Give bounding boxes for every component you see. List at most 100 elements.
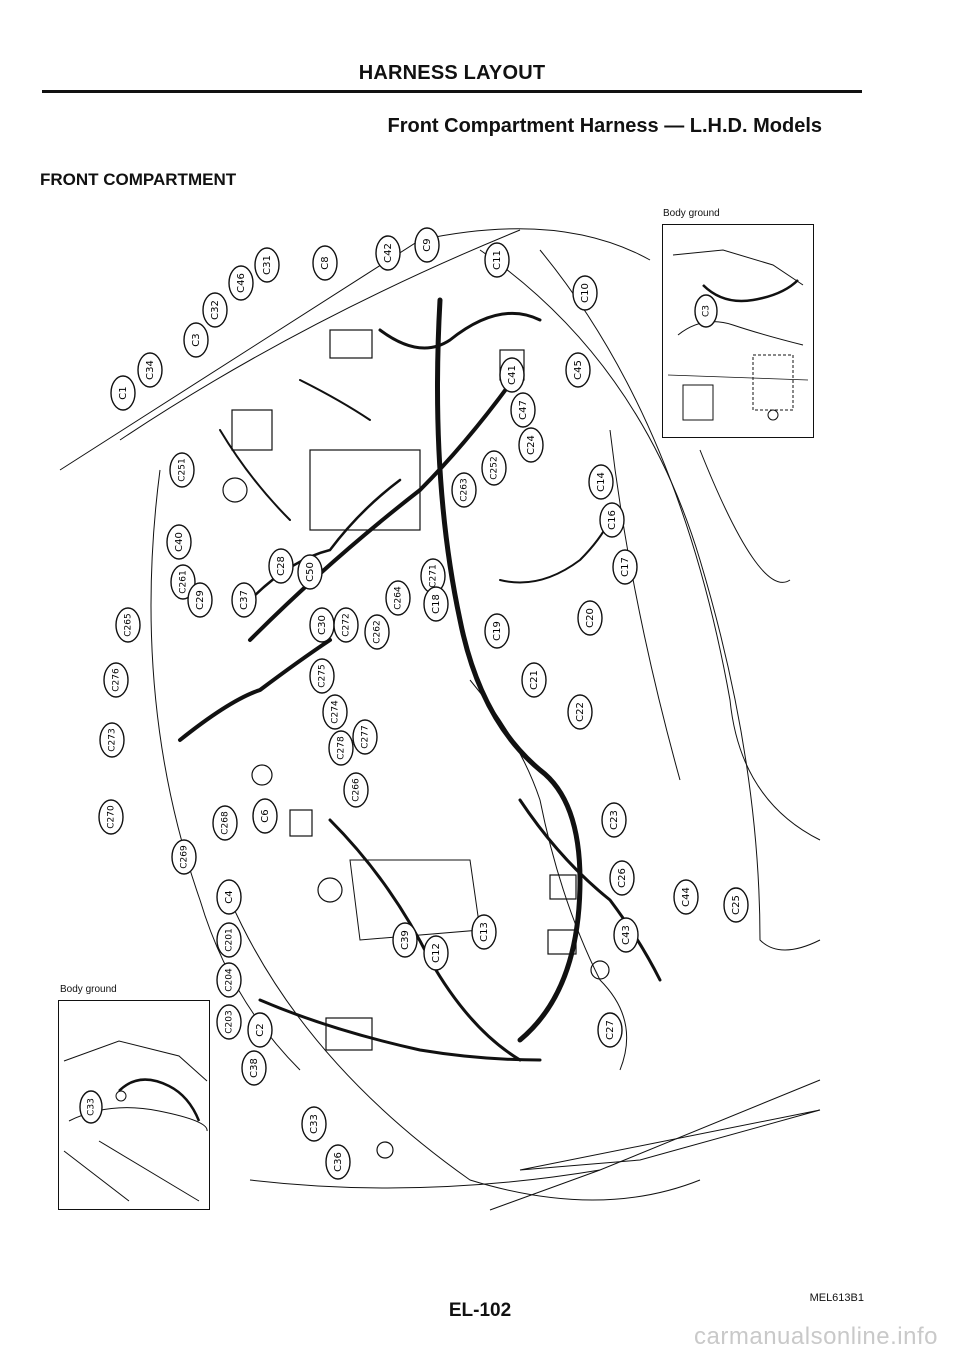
connector-callout-c19: C19 bbox=[484, 613, 510, 649]
connector-callout-c21: C21 bbox=[521, 662, 547, 698]
callout-oval bbox=[297, 554, 323, 590]
connector-label: C265 bbox=[124, 613, 134, 636]
callout-oval bbox=[484, 242, 510, 278]
callout-oval bbox=[414, 227, 440, 263]
connector-callout-c16: C16 bbox=[599, 502, 625, 538]
connector-callout-c46: C46 bbox=[228, 265, 254, 301]
callout-oval bbox=[110, 375, 136, 411]
connector-label: C46 bbox=[236, 273, 247, 293]
connector-callout-c28: C28 bbox=[268, 548, 294, 584]
callout-oval bbox=[484, 613, 510, 649]
connector-callout-c275: C275 bbox=[309, 658, 335, 694]
connector-callout-c18: C18 bbox=[423, 586, 449, 622]
connector-callout-c29: C29 bbox=[187, 582, 213, 618]
connector-callout-c26: C26 bbox=[609, 860, 635, 896]
connector-callout-c31: C31 bbox=[254, 247, 280, 283]
connector-label: C6 bbox=[260, 809, 271, 822]
connector-callout-c278: C278 bbox=[328, 730, 354, 766]
callout-oval bbox=[328, 730, 354, 766]
callout-oval bbox=[231, 582, 257, 618]
connector-label: C29 bbox=[195, 590, 206, 610]
connector-label: C275 bbox=[318, 664, 328, 687]
callout-oval bbox=[599, 502, 625, 538]
callout-oval bbox=[228, 265, 254, 301]
connector-label: C4 bbox=[224, 890, 235, 903]
connector-callout-c25: C25 bbox=[723, 887, 749, 923]
callout-oval bbox=[588, 464, 614, 500]
connector-label: C28 bbox=[276, 556, 287, 576]
connector-callout-c4: C4 bbox=[216, 879, 242, 915]
connector-callout-c263: C263 bbox=[451, 472, 477, 508]
connector-label: C10 bbox=[580, 283, 591, 303]
connector-label: C18 bbox=[431, 594, 442, 614]
callout-oval bbox=[364, 614, 390, 650]
callout-oval bbox=[565, 352, 591, 388]
callout-oval bbox=[216, 922, 242, 958]
connector-callout-c39: C39 bbox=[392, 922, 418, 958]
callout-oval bbox=[183, 322, 209, 358]
connector-label: C45 bbox=[573, 360, 584, 380]
watermark: carmanualsonline.info bbox=[694, 1323, 938, 1350]
connector-callout-c261: C261 bbox=[170, 564, 196, 600]
callout-oval bbox=[309, 658, 335, 694]
callout-oval bbox=[481, 450, 507, 486]
connector-label: C50 bbox=[305, 562, 316, 582]
callout-oval bbox=[216, 879, 242, 915]
callout-oval bbox=[202, 292, 228, 328]
connector-label: C38 bbox=[249, 1058, 260, 1078]
connector-callout-c24: C24 bbox=[518, 427, 544, 463]
connector-callout-c204: C204 bbox=[216, 962, 242, 998]
connector-label: C19 bbox=[492, 621, 503, 641]
connector-callout-c37: C37 bbox=[231, 582, 257, 618]
callout-oval bbox=[166, 524, 192, 560]
connector-label: C266 bbox=[352, 778, 362, 802]
connector-callout-c2: C2 bbox=[247, 1012, 273, 1048]
connector-label: C24 bbox=[526, 435, 537, 455]
callout-oval bbox=[247, 1012, 273, 1048]
connector-callout-c27: C27 bbox=[597, 1012, 623, 1048]
connector-callout-c201: C201 bbox=[216, 922, 242, 958]
connector-label: C12 bbox=[431, 943, 442, 963]
connector-label: C47 bbox=[518, 400, 529, 420]
connector-callout-c14: C14 bbox=[588, 464, 614, 500]
page-header: HARNESS LAYOUT bbox=[42, 62, 862, 93]
connector-label: C21 bbox=[529, 670, 540, 690]
callout-oval bbox=[423, 935, 449, 971]
connector-label: C261 bbox=[179, 570, 189, 593]
connector-callout-c41: C41 bbox=[499, 357, 525, 393]
callout-oval bbox=[254, 247, 280, 283]
connector-callout-c276: C276 bbox=[103, 662, 129, 698]
inset-top-drawing bbox=[667, 249, 809, 421]
connector-label: C32 bbox=[210, 300, 221, 320]
connector-label: C23 bbox=[609, 810, 620, 830]
connector-callout-c9: C9 bbox=[414, 227, 440, 263]
connector-callout-c252: C252 bbox=[481, 450, 507, 486]
connector-callout-c10: C10 bbox=[572, 275, 598, 311]
callout-oval bbox=[510, 392, 536, 428]
connector-callout-c266: C266 bbox=[343, 772, 369, 808]
callout-oval bbox=[471, 914, 497, 950]
callout-oval bbox=[301, 1106, 327, 1142]
connector-label: C274 bbox=[331, 700, 341, 724]
callout-oval bbox=[212, 805, 238, 841]
connector-callout-c13: C13 bbox=[471, 914, 497, 950]
callout-oval bbox=[499, 357, 525, 393]
connector-label: C8 bbox=[320, 256, 331, 269]
connector-label: C262 bbox=[373, 620, 383, 643]
callout-oval bbox=[325, 1144, 351, 1180]
connector-label: C41 bbox=[507, 365, 518, 385]
callout-oval bbox=[115, 607, 141, 643]
connector-callout-c274: C274 bbox=[322, 694, 348, 730]
connector-label: C251 bbox=[178, 458, 188, 481]
callout-oval bbox=[343, 772, 369, 808]
callout-oval bbox=[137, 352, 163, 388]
connector-callout-c251: C251 bbox=[169, 452, 195, 488]
connector-callout-c11: C11 bbox=[484, 242, 510, 278]
connector-callout-c33: C33 bbox=[301, 1106, 327, 1142]
connector-callout-c269: C269 bbox=[171, 839, 197, 875]
callout-oval bbox=[723, 887, 749, 923]
connector-callout-c264: C264 bbox=[385, 580, 411, 616]
callout-oval bbox=[577, 600, 603, 636]
section-title: FRONT COMPARTMENT bbox=[40, 170, 237, 189]
connector-callout-c8: C8 bbox=[312, 245, 338, 281]
